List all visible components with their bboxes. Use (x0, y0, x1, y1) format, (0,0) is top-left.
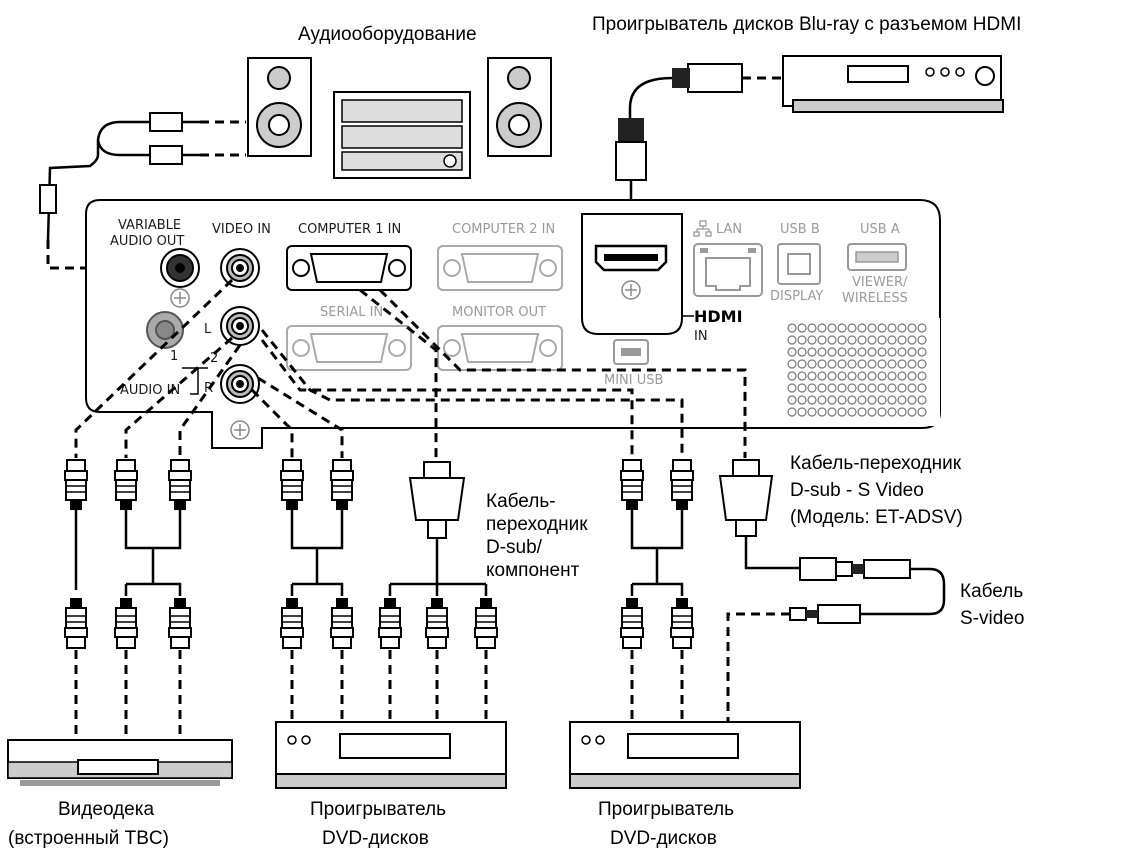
audio-in-label: AUDIO IN (120, 383, 180, 398)
display-label: DISPLAY (770, 289, 823, 304)
video-in-label: VIDEO IN (212, 222, 271, 237)
usb-a-label: USB A (860, 222, 900, 237)
caption-line: DVD-дисков (610, 828, 717, 849)
dvd-right-caption: Проигрыватель DVD-дисков (598, 799, 734, 849)
dvd-right-cable-set (620, 459, 694, 722)
computer1-in-port-icon (286, 245, 412, 291)
audio-in-l-jack-icon (220, 306, 260, 346)
svideo-cable-caption: Кабель S-video (960, 581, 1024, 629)
mini-usb-label: MINI USB (604, 373, 663, 388)
computer1-in-label: COMPUTER 1 IN (298, 222, 401, 237)
caption-line: Проигрыватель (310, 799, 446, 820)
mini-usb-port-icon (613, 339, 649, 365)
component-adapter-icon (378, 461, 498, 722)
screw-icon (621, 280, 641, 300)
connection-lines (74, 278, 747, 460)
caption-line: D-sub - S Video (790, 480, 924, 501)
video-in-jack-icon (220, 248, 260, 288)
usb-b-label: USB B (780, 222, 820, 237)
hdmi-in-label: IN (694, 329, 708, 344)
caption-line: компонент (486, 560, 580, 581)
projector-terminal-panel: VARIABLE AUDIO OUT 1 2 AUDIO IN VIDEO IN… (85, 199, 941, 449)
audio-equipment-label: Аудиооборудование (298, 24, 477, 45)
serial-in-label: SERIAL IN (320, 305, 383, 320)
svideo-adapter-icon (718, 459, 946, 722)
dvd-left-cable-set (280, 459, 354, 722)
vcr-caption: Видеодека (встроенный TBC) (8, 799, 169, 849)
dvd-player-right-icon (569, 721, 801, 789)
variable-label-line1: VARIABLE (118, 218, 181, 233)
vcr-icon (7, 739, 233, 786)
lan-label: LAN (716, 222, 742, 237)
caption-line: Видеодека (58, 799, 154, 820)
screw-icon (230, 420, 250, 440)
audio-equipment (247, 57, 552, 179)
lan-port-icon (693, 243, 763, 297)
svideo-adapter-caption: Кабель-переходник D-sub - S Video (Модел… (790, 453, 963, 528)
caption-line: Кабель (960, 581, 1023, 602)
dvd-left-caption: Проигрыватель DVD-дисков (310, 799, 446, 849)
audio-left-label: L (204, 322, 212, 337)
screw-icon (170, 288, 190, 308)
caption-line: (Модель: ET-ADSV) (790, 507, 963, 528)
stereo-system-icon (333, 91, 471, 179)
wireless-label: WIRELESS (842, 291, 908, 306)
computer2-in-port-icon (437, 245, 563, 291)
caption-line: Кабель-переходник (790, 453, 962, 474)
variable-audio-out-jack-icon (160, 248, 200, 288)
bluray-player-icon (782, 55, 1004, 113)
caption-line: Кабель- (486, 491, 556, 512)
caption-line: Проигрыватель (598, 799, 734, 820)
caption-line: переходник (486, 514, 588, 535)
dvd-player-left-icon (275, 721, 507, 789)
audio-in-num-2: 2 (210, 351, 218, 366)
hdmi-in-port-icon (594, 244, 668, 272)
hdmi-logo: HDMI (694, 307, 743, 326)
network-icon (693, 220, 712, 237)
computer2-in-label: COMPUTER 2 IN (452, 222, 555, 237)
ventilation-grille-icon (782, 318, 940, 426)
component-adapter-caption: Кабель- переходник D-sub/ компонент (486, 491, 588, 581)
caption-line: S-video (960, 608, 1024, 629)
variable-label-line2: AUDIO OUT (110, 234, 184, 249)
audio-in-1-jack-icon (146, 311, 184, 349)
audio-in-num-1: 1 (170, 349, 178, 364)
caption-line: DVD-дисков (322, 828, 429, 849)
usb-b-port-icon (777, 243, 821, 285)
speaker-left-icon (247, 57, 312, 157)
monitor-out-port-icon (437, 325, 563, 371)
caption-line: (встроенный TBC) (8, 828, 169, 849)
bluray-player-label: Проигрыватель дисков Blu-ray с разъемом … (592, 14, 1021, 35)
audio-in-r-jack-icon (220, 364, 260, 404)
monitor-out-label: MONITOR OUT (452, 305, 546, 320)
serial-in-port-icon (286, 325, 412, 371)
speaker-right-icon (487, 57, 552, 157)
usb-a-port-icon (847, 243, 907, 271)
audio-stereo-cable (39, 112, 246, 270)
vcr-cable-set (64, 459, 192, 740)
viewer-label: VIEWER/ (852, 275, 908, 290)
caption-line: D-sub/ (486, 537, 543, 558)
